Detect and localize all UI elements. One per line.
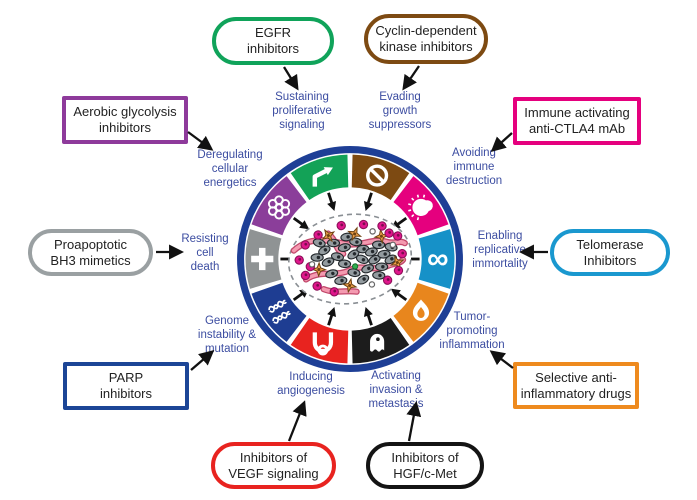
therapy-box-telomerase-inhibitors: Telomerase Inhibitors [550, 229, 670, 276]
hallmark-label-resisting-cell-death: Resisting cell death [181, 233, 229, 273]
therapy-box-parp-inhibitors: PARP inhibitors [63, 362, 189, 410]
hallmark-label-sustaining-proliferative-signaling: Sustaining proliferative signaling [272, 91, 332, 131]
inward-arrow [327, 192, 337, 212]
hallmark-label-enabling-replicative-immortality: Enabling replicative immortality [472, 230, 528, 270]
connector-arrow [187, 131, 214, 151]
therapy-box-aerobic-glycolysis-inhibitors: Aerobic glycolysis inhibitors [62, 96, 188, 144]
invading-cell-icon [370, 333, 385, 352]
inward-arrow [280, 254, 300, 264]
inward-arrow [363, 306, 373, 326]
wheel-segment-evading-growth-suppressors [351, 154, 410, 201]
therapy-box-vegf-inhibitors: Inhibitors of VEGF signaling [211, 442, 336, 489]
flame-icon [412, 299, 430, 321]
hallmark-label-inducing-angiogenesis: Inducing angiogenesis [277, 371, 345, 397]
inward-arrow [363, 192, 373, 212]
svg-text:∞: ∞ [427, 243, 449, 276]
hallmark-label-genome-instability-mutation: Genome instability & mutation [197, 315, 257, 355]
tumor-illustration [287, 213, 413, 305]
hallmark-label-evading-growth-suppressors: Evading growth suppressors [368, 91, 432, 131]
inward-arrow [292, 288, 310, 302]
vessel-icon [312, 332, 334, 356]
inward-arrow [400, 254, 420, 264]
inward-arrow [292, 216, 310, 230]
connector-arrow [489, 350, 514, 369]
prohibition-icon [366, 164, 389, 187]
therapy-box-anti-ctla4-mab: Immune activating anti-CTLA4 mAb [513, 97, 641, 145]
hallmark-label-tumor-promoting-inflammation: Tumor- promoting inflammation [439, 311, 505, 351]
connector-arrow [402, 65, 420, 91]
immune-cell-icon [408, 194, 433, 221]
atom-icon [267, 195, 291, 220]
hallmark-label-avoiding-immune-destruction: Avoiding immune destruction [445, 147, 503, 187]
dna-icon [268, 299, 291, 324]
infinity-icon: ∞ [427, 243, 449, 276]
connector-arrow [287, 400, 307, 442]
wheel-segment-sustaining-proliferative-signaling [290, 154, 349, 201]
inward-arrow [327, 306, 337, 326]
inward-arrow [390, 216, 408, 230]
therapy-box-proapoptotic-bh3-mimetics: Proapoptotic BH3 mimetics [28, 229, 153, 276]
wheel-segment-enabling-replicative-immortality [418, 229, 455, 289]
hallmark-label-deregulating-cellular-energetics: Deregulating cellular energetics [197, 149, 263, 189]
connector-arrow [283, 66, 299, 91]
therapy-box-hgf-cmet-inhibitors: Inhibitors of HGF/c-Met [366, 442, 484, 489]
therapy-box-cdk-inhibitors: Cyclin-dependent kinase inhibitors [364, 14, 488, 64]
inward-arrow [390, 288, 408, 302]
wheel-segment-inducing-angiogenesis [290, 317, 349, 364]
hallmark-label-activating-invasion-metastasis: Activating invasion & metastasis [368, 370, 424, 410]
therapy-box-egfr-inhibitors: EGFR inhibitors [212, 17, 334, 65]
wheel-segment-resisting-cell-death [245, 229, 282, 289]
cross-icon [251, 247, 274, 271]
therapy-box-anti-inflammatory-drugs: Selective anti- inflammatory drugs [513, 362, 639, 409]
bent-arrow-icon [312, 167, 333, 187]
wheel-segment-activating-invasion-metastasis [351, 317, 410, 364]
